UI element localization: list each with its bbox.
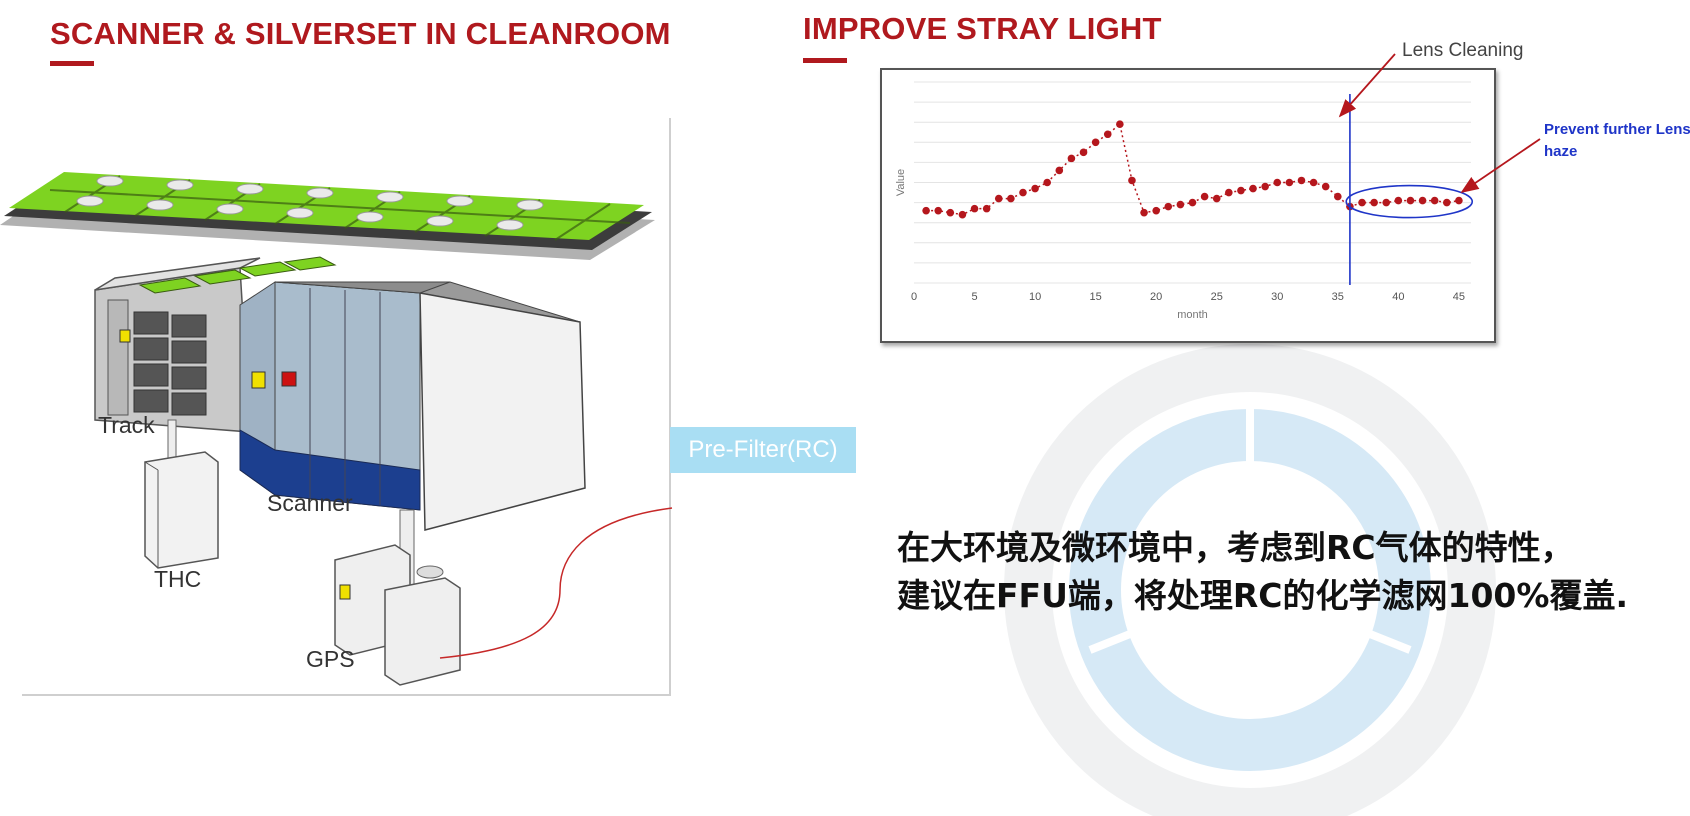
track-tool (94, 256, 337, 433)
data-point (1079, 148, 1088, 157)
data-point (1031, 184, 1039, 193)
data-point (1406, 196, 1415, 205)
label-track: Track (98, 412, 155, 438)
data-point (1309, 178, 1318, 187)
data-point (1152, 206, 1160, 215)
scanner-tool (239, 281, 586, 531)
left-title-underline (50, 61, 94, 66)
data-point (1043, 178, 1051, 187)
label-thc: THC (154, 566, 202, 592)
thc-cabinet (144, 419, 219, 569)
x-tick-label: 10 (1029, 291, 1041, 303)
right-title-underline (803, 58, 847, 63)
x-tick-label: 45 (1453, 291, 1465, 303)
data-point (1237, 186, 1245, 195)
label-scanner: Scanner (267, 490, 353, 516)
prevent-haze-line1: Prevent further Lens (1544, 121, 1690, 138)
right-title: IMPROVE STRAY LIGHT (803, 11, 1162, 46)
recommendation-text: 在大环境及微环境中，考虑到RC气体的特性， 建议在FFU端，将处理RC的化学滤网… (897, 524, 1628, 620)
data-point (1067, 154, 1076, 163)
lens-cleaning-callout: Lens Cleaning (1402, 40, 1524, 61)
x-tick-label: 30 (1271, 291, 1283, 303)
data-point (1394, 196, 1403, 205)
x-axis-title: month (1177, 309, 1208, 321)
data-point (1321, 182, 1330, 191)
data-point (1091, 138, 1100, 147)
data-point (1188, 198, 1197, 207)
data-point (1103, 130, 1112, 139)
ffu-ceiling (0, 172, 655, 260)
left-title: SCANNER & SILVERSET IN CLEANROOM (50, 16, 671, 51)
data-point (1430, 196, 1439, 205)
x-tick-label: 0 (911, 291, 917, 303)
data-point (1176, 200, 1185, 209)
data-point (970, 204, 979, 213)
duct-line (439, 507, 673, 659)
data-point (958, 210, 967, 219)
data-point (1140, 208, 1148, 217)
data-point (1334, 192, 1342, 201)
data-point (946, 208, 955, 217)
data-point (1273, 178, 1282, 187)
x-tick-label: 35 (1332, 291, 1344, 303)
data-point (1249, 184, 1257, 193)
prevent-haze-line2: haze (1544, 143, 1578, 160)
label-gps: GPS (306, 646, 355, 672)
haze-arrow (1460, 138, 1541, 194)
data-point (1285, 178, 1294, 187)
data-point (1007, 194, 1015, 203)
x-tick-label: 20 (1150, 291, 1162, 303)
data-point (1225, 188, 1233, 197)
data-point (1370, 198, 1378, 207)
data-point (1297, 176, 1306, 185)
x-tick-label: 25 (1211, 291, 1223, 303)
data-point (1164, 202, 1173, 211)
data-point (1261, 182, 1269, 191)
data-point (934, 206, 943, 215)
data-point (1200, 192, 1209, 201)
data-point (1019, 188, 1027, 197)
data-point (1212, 194, 1221, 203)
recommendation-line1: 在大环境及微环境中，考虑到RC气体的特性， (897, 528, 1574, 567)
x-tick-label: 5 (971, 291, 977, 303)
data-point (1455, 196, 1463, 205)
prefilter-label: Pre-Filter(RC) (670, 427, 856, 473)
data-point (982, 204, 991, 213)
stray-light-chart (880, 68, 1496, 343)
data-point (1116, 120, 1124, 129)
y-axis-title: Value (895, 169, 907, 196)
data-point (1055, 166, 1064, 175)
data-point (1418, 196, 1427, 205)
lens-cleaning-arrow (1338, 53, 1396, 118)
x-tick-label: 15 (1090, 291, 1102, 303)
prevent-haze-note: Prevent further Lens haze (1544, 119, 1690, 163)
highlight-ellipse (1345, 184, 1474, 219)
recommendation-line2: 建议在FFU端，将处理RC的化学滤网100%覆盖. (897, 576, 1628, 615)
data-point (1382, 198, 1391, 207)
data-point (1442, 198, 1451, 207)
data-point (1128, 176, 1136, 185)
data-point (1358, 198, 1366, 207)
data-point (922, 206, 930, 215)
data-point (994, 194, 1003, 203)
x-tick-label: 40 (1392, 291, 1404, 303)
